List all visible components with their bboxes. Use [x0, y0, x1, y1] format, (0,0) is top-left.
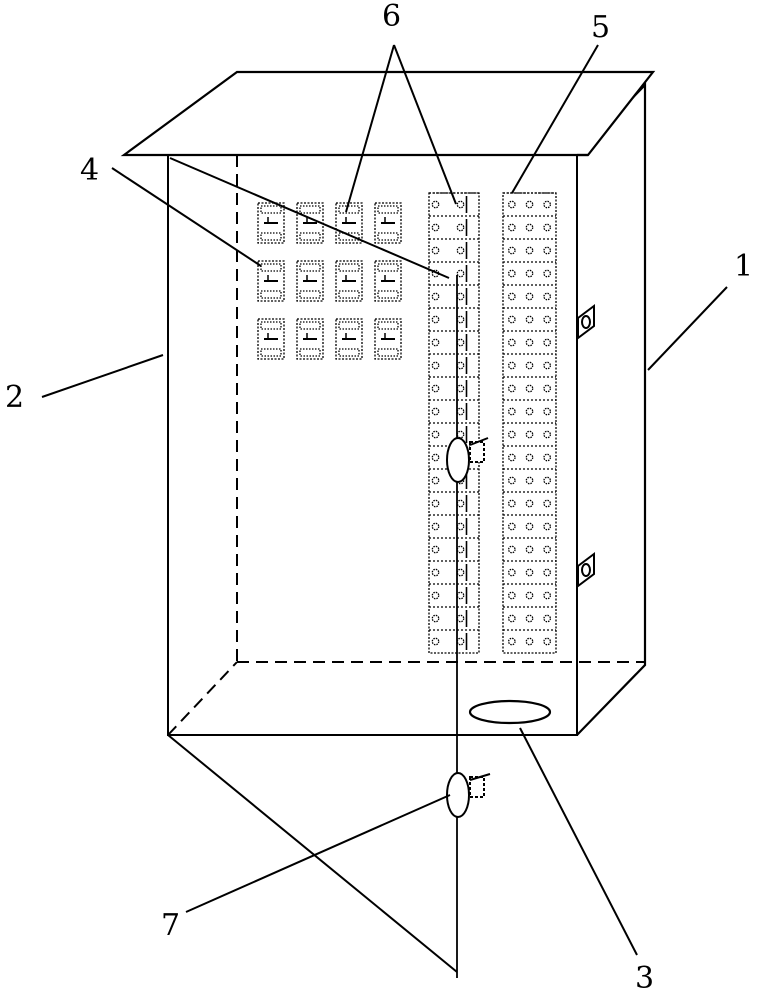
breaker-module — [257, 318, 285, 360]
reference-labels: 1 2 3 4 5 6 7 — [5, 0, 753, 996]
leader-6a — [345, 44, 395, 213]
leader-5 — [511, 44, 599, 194]
leader-6b — [393, 44, 457, 205]
breaker-module — [257, 260, 285, 302]
mounting-bracket-top — [577, 304, 595, 340]
leader-7 — [185, 794, 451, 913]
label-6: 6 — [382, 0, 401, 34]
terminal-strip-left — [428, 192, 480, 654]
label-2: 2 — [5, 380, 24, 415]
label-1: 1 — [734, 249, 753, 284]
label-4: 4 — [80, 153, 99, 188]
label-3: 3 — [635, 961, 654, 996]
breaker-module — [374, 260, 402, 302]
wire-clamp-lower — [446, 772, 491, 818]
leader-3 — [519, 727, 638, 956]
terminal-strip-right — [502, 192, 557, 654]
breaker-module — [374, 318, 402, 360]
breaker-module — [335, 202, 363, 244]
breaker-module — [335, 260, 363, 302]
leader-4a — [111, 167, 262, 267]
hidden-edges — [167, 155, 645, 736]
cabinet-body — [120, 70, 656, 736]
breaker-module — [296, 260, 324, 302]
mounting-bracket-bottom — [577, 552, 595, 588]
breaker-module — [374, 202, 402, 244]
wire-clamp-upper — [446, 437, 489, 483]
breaker-module — [296, 318, 324, 360]
leader-1 — [647, 286, 728, 371]
leader-2 — [41, 354, 164, 398]
leader-lines — [41, 44, 728, 973]
label-7: 7 — [161, 908, 180, 943]
breaker-module — [257, 202, 285, 244]
breaker-module — [335, 318, 363, 360]
breaker-grid — [257, 202, 402, 360]
leader-4b — [169, 157, 450, 279]
cabinet-roof — [120, 70, 656, 157]
leader-base-left — [167, 734, 458, 973]
cable-entry-hole — [468, 699, 552, 725]
label-5: 5 — [591, 10, 610, 45]
terminal-strips — [428, 192, 557, 654]
